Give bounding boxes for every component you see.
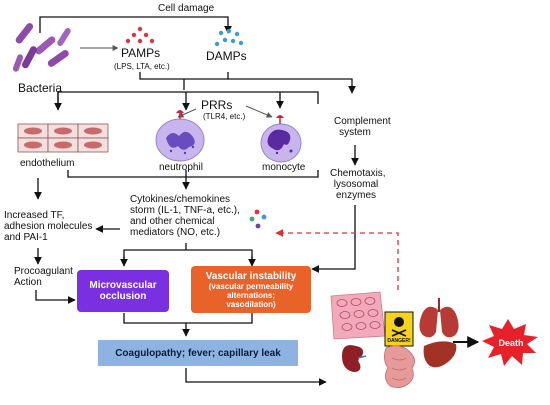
procoagulant-line-2: Action	[14, 277, 42, 288]
vascular-detail-1: (vascular permeability	[208, 281, 294, 291]
complement-label: Complement system	[334, 116, 391, 138]
chemotaxis-to-vascular-arrow	[311, 205, 356, 273]
increased-tf-line-2: adhesion molecules	[4, 221, 93, 232]
complement-line-1: Complement	[334, 116, 391, 127]
pamps-examples-label: (LPS, LTA, etc.)	[114, 62, 170, 71]
vascular-detail-3: vasodilation)	[226, 299, 276, 309]
chemotaxis-line-2: lysosomal	[333, 179, 379, 190]
microvascular-occlusion-box: Microvascular occlusion	[77, 270, 169, 312]
procoagulant-line-1: Procoagulant	[14, 266, 73, 277]
damps-dots	[214, 28, 244, 47]
vascular-title: Vascular instability	[205, 270, 297, 282]
bacteria-illustration	[12, 23, 71, 72]
cytokines-line-3: and other chemical	[130, 216, 215, 227]
vascular-detail-2: alternations;	[226, 290, 275, 300]
cytokines-to-boxes-connector	[120, 243, 256, 267]
prrs-label: PRRs	[201, 98, 233, 112]
coagulopathy-box: Coagulopathy; fever; capillary leak	[98, 340, 298, 366]
cytokines-line-2: storm (IL-1, TNF-a, etc.),	[130, 205, 240, 216]
microvascular-line-2: occlusion	[99, 291, 147, 302]
chemotaxis-line-1: Chemotaxis,	[330, 168, 386, 179]
pamps-label: PAMPs	[121, 46, 161, 60]
pamps-dots	[125, 26, 155, 44]
tissue-illustration	[330, 291, 386, 340]
increased-tf-label: Increased TF, adhesion molecules and PAI…	[4, 210, 92, 243]
procoagulant-to-microvascular-arrow	[35, 290, 76, 304]
death-burst-icon	[482, 319, 538, 366]
cytokines-label: Cytokines/chemokines storm (IL-1, TNF-a,…	[130, 194, 240, 238]
boxes-to-coagulopathy-connector	[123, 313, 253, 337]
microvascular-line-1: Microvascular	[89, 280, 157, 291]
monocyte-illustration	[260, 115, 302, 163]
prrs-examples-label: (TLR4, etc.)	[203, 112, 246, 121]
vascular-instability-box: Vascular instability (vascular permeabil…	[191, 266, 311, 313]
chemotaxis-label: Chemotaxis, lysosomal enzymes	[330, 168, 386, 201]
procoagulant-label: Procoagulant Action	[14, 266, 73, 288]
mediator-dots	[249, 209, 267, 229]
danger-sign-icon	[384, 311, 414, 347]
danger-label: DANGER!	[387, 338, 411, 344]
cell-damage-label: Cell damage	[158, 3, 215, 14]
complement-line-2: system	[339, 127, 371, 138]
monocyte-label: monocyte	[262, 162, 306, 173]
endothelium-label: endothelium	[20, 158, 75, 169]
prrs-to-neutrophil-arrow	[177, 108, 197, 118]
cytokines-line-4: mediators (NO, etc.)	[130, 227, 221, 238]
cytokines-line-1: Cytokines/chemokines	[130, 194, 231, 205]
lungs-illustration	[419, 298, 459, 338]
death-label: Death	[498, 338, 524, 348]
intestine-illustration	[384, 345, 415, 388]
organ-feedback-dashed-arrow	[275, 229, 399, 290]
increased-tf-line-1: Increased TF,	[4, 210, 65, 221]
increased-tf-line-3: and PAI-1	[4, 232, 48, 243]
chemotaxis-line-3: enzymes	[335, 190, 376, 201]
neutrophil-label: neutrophil	[159, 162, 203, 173]
coagulopathy-to-organs-arrow	[185, 368, 327, 386]
cells-collector	[34, 170, 319, 200]
pamps-damps-collector	[54, 72, 356, 111]
neutrophil-illustration	[155, 110, 205, 162]
damps-label: DAMPs	[206, 49, 247, 63]
bacteria-label: Bacteria	[18, 81, 63, 95]
prrs-to-monocyte-arrow	[245, 105, 273, 118]
cell-damage-connector	[39, 16, 232, 34]
endothelium-illustration	[17, 123, 109, 153]
liver-illustration	[423, 341, 457, 368]
kidney-illustration	[342, 345, 367, 372]
